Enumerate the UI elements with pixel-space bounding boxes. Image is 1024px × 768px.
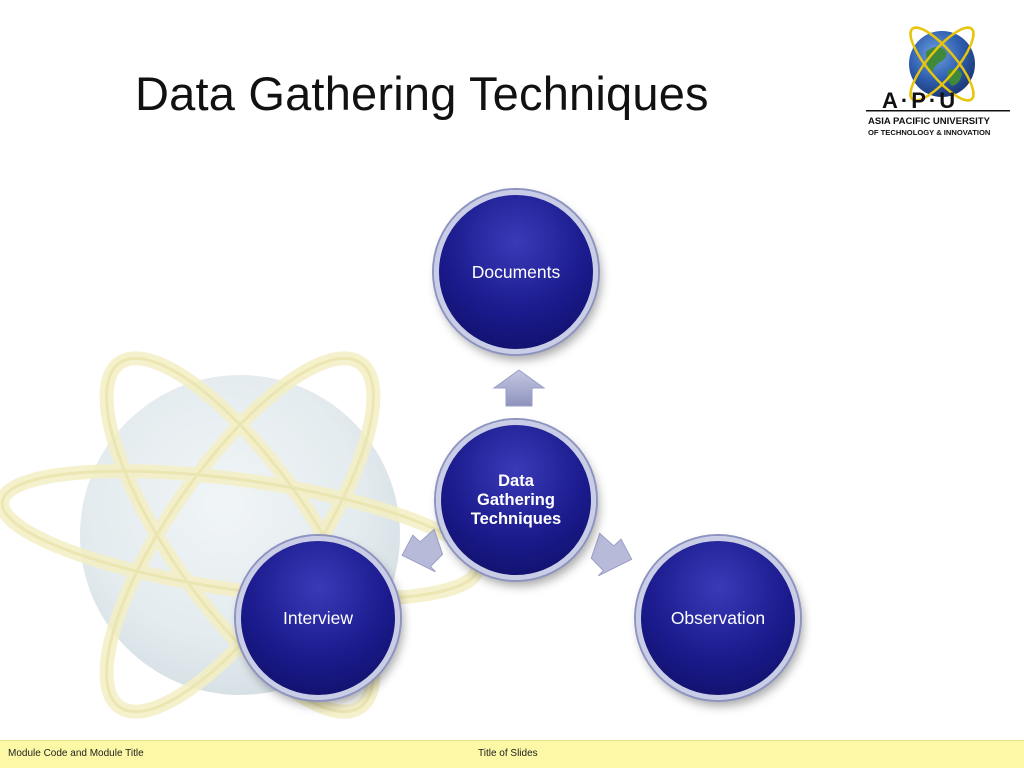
arrow-up-icon xyxy=(492,369,546,407)
footer-bar: Module Code and Module Title Title of Sl… xyxy=(0,740,1024,768)
logo-university-name: ASIA PACIFIC UNIVERSITY xyxy=(868,116,990,127)
node-observation: Observation xyxy=(636,536,800,700)
node-documents: Documents xyxy=(434,190,598,354)
slide-title: Data Gathering Techniques xyxy=(135,67,709,120)
arrow-down-left-icon xyxy=(401,528,444,573)
node-center-label: Data Gathering Techniques xyxy=(470,471,562,528)
arrow-down-right-icon xyxy=(590,532,633,577)
node-observation-label: Observation xyxy=(670,607,766,628)
node-documents-label: Documents xyxy=(471,261,561,282)
apu-logo-icon xyxy=(866,26,1010,112)
footer-module: Module Code and Module Title xyxy=(8,748,144,759)
node-interview-label: Interview xyxy=(282,607,354,628)
node-center: Data Gathering Techniques xyxy=(436,420,596,580)
logo-acronym: A·P·U xyxy=(882,88,959,113)
logo-university-subtitle: OF TECHNOLOGY & INNOVATION xyxy=(868,128,991,137)
node-interview: Interview xyxy=(236,536,400,700)
footer-slide-title: Title of Slides xyxy=(478,748,538,759)
